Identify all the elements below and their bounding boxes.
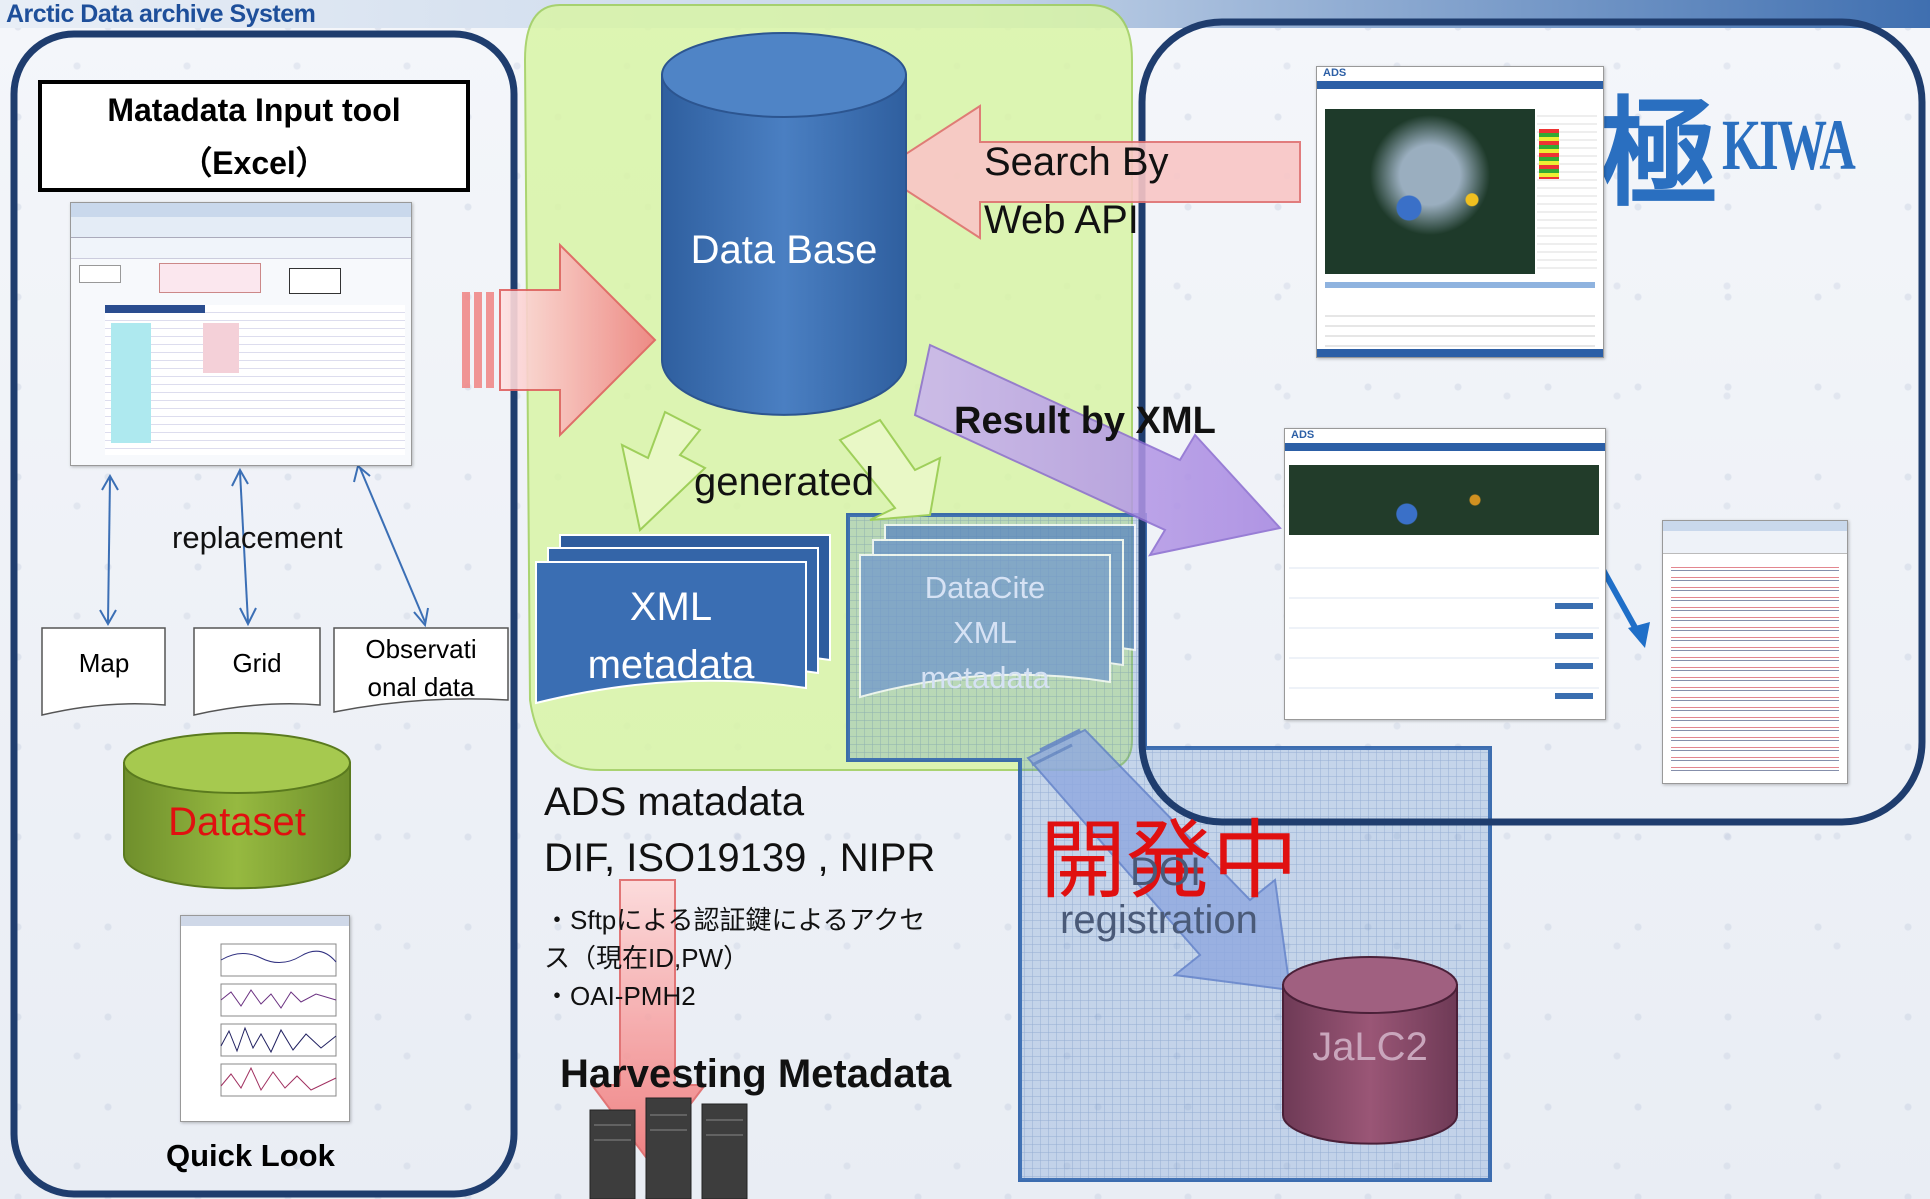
dev-label: 開発中 — [1040, 811, 1298, 911]
note-sftp-line2: ス（現在ID,PW） — [544, 943, 750, 973]
generated-arrow-left — [620, 410, 707, 532]
result-label: Result by XML — [954, 400, 1216, 442]
quicklook-screenshot — [180, 915, 350, 1122]
database-cylinder — [661, 32, 907, 416]
doi-label: DOI — [1130, 850, 1202, 894]
ads-result-screenshot: ADS — [1284, 428, 1606, 720]
xml-metadata-label: XML metadata — [587, 585, 755, 687]
app-title: Arctic Data archive System — [6, 0, 316, 28]
jalc2-label: JaLC2 — [1312, 1025, 1428, 1069]
doc-grid — [193, 627, 321, 716]
xml-metadata-stack — [535, 534, 831, 705]
note-oai: ・OAI-PMH2 — [544, 981, 696, 1011]
kiwa-logo-text: KIWA — [1722, 105, 1856, 185]
left-panel — [10, 30, 518, 1198]
database-label: Data Base — [690, 228, 878, 272]
kiwa-logo-kanji: 極 — [1600, 84, 1719, 223]
generated-label: generated — [694, 460, 875, 504]
search-arrow — [876, 104, 1301, 240]
ads-brand-bottom: ADS — [1291, 429, 1315, 441]
xml-viewer-screenshot — [1662, 520, 1848, 784]
replacement-label: replacement — [172, 520, 343, 555]
doc-grid-label: Grid — [232, 648, 282, 678]
doc-observational-label: Observati onal data — [365, 634, 477, 702]
input-tool-subtitle: （Excel） — [180, 145, 328, 181]
ads-brand-top: ADS — [1323, 67, 1347, 79]
result-arrow — [913, 343, 1282, 557]
dataset-cylinder — [123, 732, 351, 890]
quicklook-plots — [220, 943, 337, 1097]
quicklook-label: Quick Look — [166, 1138, 335, 1173]
jalc2-cylinder — [1282, 956, 1458, 1145]
doi-arrow — [1026, 728, 1292, 992]
input-arrow — [462, 242, 657, 438]
generated-arrow-right — [838, 418, 942, 521]
doc-map — [41, 627, 166, 716]
doc-observational — [333, 627, 509, 713]
doc-map-label: Map — [78, 648, 130, 678]
ads-metadata-line2: DIF, ISO19139 , NIPR — [544, 836, 936, 880]
server-icon — [589, 1097, 748, 1199]
dataset-label: Dataset — [168, 800, 306, 844]
datacite-stack — [859, 524, 1136, 699]
harvesting-label: Harvesting Metadata — [560, 1052, 952, 1096]
input-tool-box — [38, 80, 470, 192]
datacite-label: DataCite XML metadata — [920, 570, 1050, 695]
input-tool-title: Matadata Input tool — [107, 92, 401, 128]
search-label-line1: Search By — [984, 140, 1169, 184]
search-label-line2: Web API — [984, 198, 1139, 242]
ads-metadata-line1: ADS matadata — [544, 780, 805, 824]
replacement-arrows — [99, 464, 429, 628]
right-panel — [1138, 18, 1926, 826]
note-sftp-line1: ・Sftpによる認証鍵によるアクセ — [544, 905, 926, 935]
registration-label: registration — [1060, 898, 1258, 942]
excel-screenshot — [70, 202, 412, 466]
ads-search-screenshot: ADS — [1316, 66, 1604, 358]
